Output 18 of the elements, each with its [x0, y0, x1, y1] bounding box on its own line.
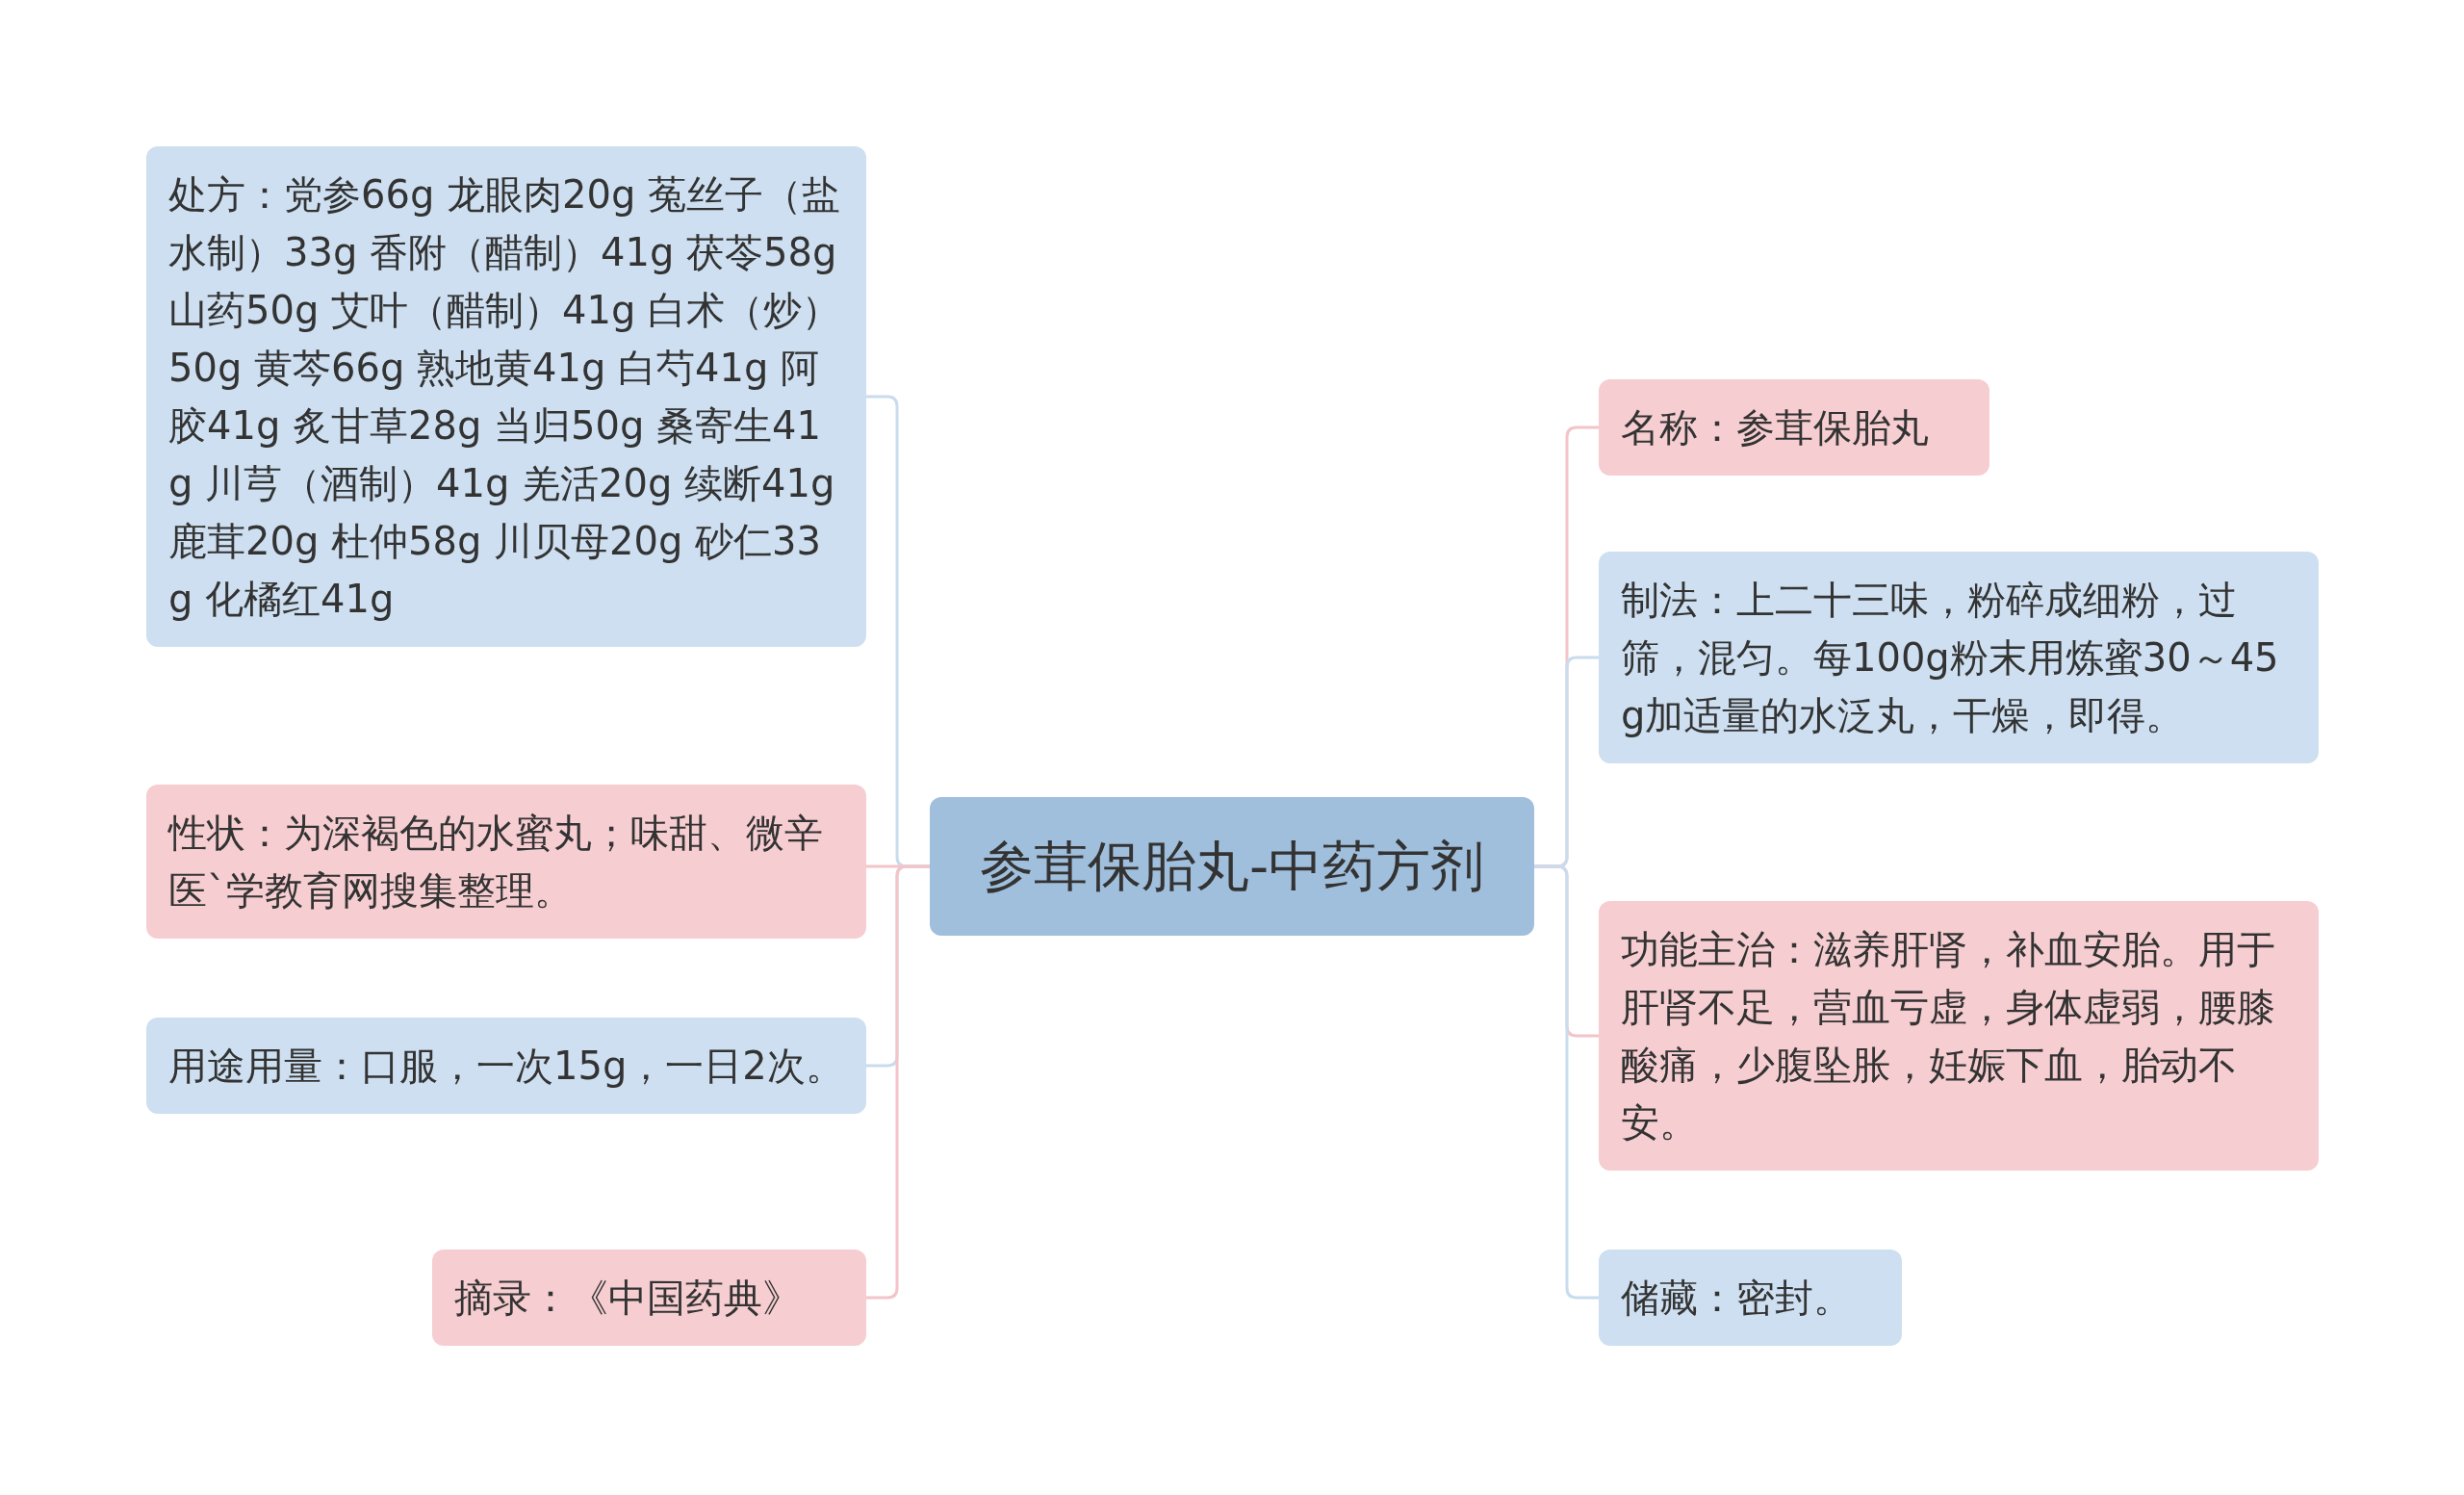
topic-text: 性状：为深褐色的水蜜丸；味甜、微辛医`学教育网搜集整理。 [168, 810, 824, 915]
subtopic-box [146, 146, 866, 647]
subtopic-box [1599, 1250, 1902, 1346]
topic-text: 功能主治：滋养肝肾，补血安胎。用于肝肾不足，营血亏虚，身体虚弱，腰膝酸痛，少腹坠胀，妊娠下血，胎动不安。 [1621, 926, 2276, 1147]
subtopic-box [146, 785, 866, 939]
topic-text: 处方：党参66g 龙眼肉20g 菟丝子（盐水制）33g 香附（醋制）41g 茯苓58g 山药50g 艾叶（醋制）41g 白术（炒）50g 黄芩66g 熟地黄41g 白芍41g 阿胶41g 炙甘草28g 当归50g 桑寄生41g 川芎（酒制）41g 羌活20g 续断41g 鹿茸20g 杜仲58g 川贝母20g 砂仁33g 化橘红41g [168, 171, 841, 623]
topic-box [930, 797, 1534, 936]
topic-text: 摘录：《中国药典》 [454, 1275, 802, 1322]
subtopic-box [432, 1250, 866, 1346]
topic-text: 储藏：密封。 [1621, 1275, 1853, 1322]
subtopic-box [1599, 379, 1989, 476]
topic-text: 用途用量：口服，一次15g，一日2次。 [168, 1043, 844, 1090]
topic-text: 制法：上二十三味，粉碎成细粉，过筛，混匀。每100g粉末用炼蜜30～45g加适量的水泛丸，干燥，即得。 [1621, 577, 2280, 739]
topic-text: 名称：参茸保胎丸 [1621, 404, 1930, 451]
subtopic-box [146, 1018, 866, 1114]
subtopic-box [1599, 552, 2319, 763]
topic-title: 参茸保胎丸-中药方剂 [978, 834, 1486, 899]
subtopic-box [1599, 901, 2319, 1171]
